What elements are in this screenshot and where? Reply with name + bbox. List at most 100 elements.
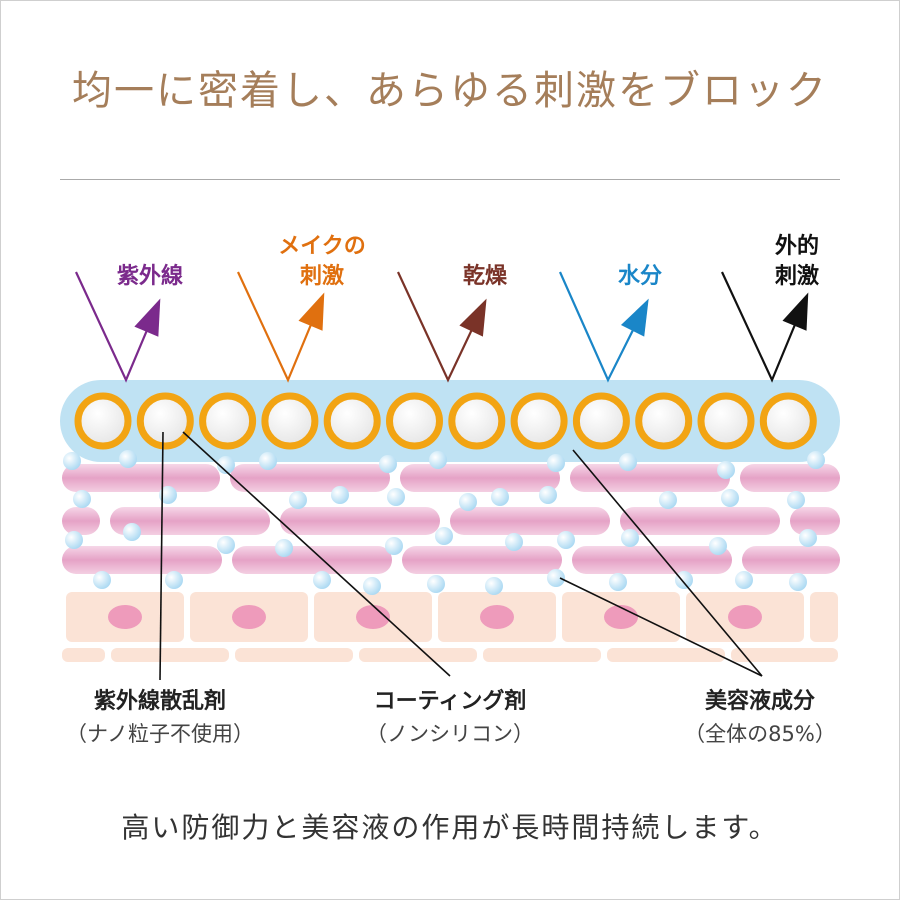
serum-droplet [65, 531, 83, 549]
coating-particle [386, 392, 443, 450]
spindle-cell-layer [62, 464, 840, 574]
serum-droplet [385, 537, 403, 555]
serum-droplet [709, 537, 727, 555]
spindle-cell [402, 546, 562, 574]
stimulus-label-external: 外的刺激 [774, 234, 819, 289]
spindle-cell [790, 507, 840, 535]
spindle-cell [570, 464, 730, 492]
serum-droplet [789, 573, 807, 591]
coating-particle [572, 392, 630, 450]
coating-particle [261, 392, 319, 450]
stimulus-arrow [237, 271, 325, 383]
basal-cell [810, 592, 838, 642]
serum-droplet [609, 573, 627, 591]
serum-droplet [93, 571, 111, 589]
arrowhead-icon [620, 298, 649, 337]
cell-nucleus [480, 605, 514, 629]
serum-droplet [799, 529, 817, 547]
stimulus-arrow [558, 271, 649, 383]
serum-droplet [379, 455, 397, 473]
coating-particle [323, 392, 381, 450]
stimulus-arrow [721, 271, 809, 383]
spindle-cell [620, 507, 780, 535]
serum-droplet [619, 453, 637, 471]
serum-droplet [675, 571, 693, 589]
footer-text: 高い防御力と美容液の作用が長時間持続します。 [121, 811, 779, 844]
coating-particle [510, 392, 568, 450]
spindle-cell [110, 507, 270, 535]
serum-droplet [659, 491, 677, 509]
serum-droplet [557, 531, 575, 549]
serum-droplet [539, 486, 557, 504]
serum-droplet [505, 533, 523, 551]
serum-droplet [313, 571, 331, 589]
spindle-cell [740, 464, 840, 492]
serum-droplet [429, 451, 447, 469]
serum-droplet [275, 539, 293, 557]
coating-particles [74, 392, 817, 450]
spindle-cell [62, 464, 220, 492]
serum-droplet [435, 527, 453, 545]
serum-droplet [289, 491, 307, 509]
stimulus-label-uv: 紫外線 [116, 264, 183, 289]
serum-droplet [547, 454, 565, 472]
serum-droplet [123, 523, 141, 541]
basal-cell [731, 648, 838, 662]
arrowhead-icon [298, 292, 325, 331]
stimulus-arrow [75, 271, 161, 383]
cell-nucleus [356, 605, 390, 629]
serum-droplet [363, 577, 381, 595]
serum-droplet [217, 456, 235, 474]
cell-nucleus [232, 605, 266, 629]
coating-particle [136, 392, 194, 450]
spindle-cell [742, 546, 840, 574]
serum-droplet [491, 488, 509, 506]
serum-droplet [621, 529, 639, 547]
spindle-cell [572, 546, 732, 574]
serum-droplet [387, 488, 405, 506]
serum-droplet [721, 489, 739, 507]
spindle-cell [62, 507, 100, 535]
stimulus-arrow [397, 271, 487, 383]
cell-nucleus [728, 605, 762, 629]
spindle-cell [400, 464, 560, 492]
serum-droplet [547, 569, 565, 587]
callout-uv-scatterer: 紫外線散乱剤 （ナノ粒子不使用） [66, 689, 254, 746]
spindle-cell [280, 507, 440, 535]
serum-droplet [717, 461, 735, 479]
basal-cell [62, 648, 105, 662]
arrowhead-icon [782, 292, 809, 331]
basal-cell [235, 648, 353, 662]
arrowhead-icon [459, 298, 487, 337]
callout-serum-ingredient: 美容液成分 （全体の85%） [684, 689, 836, 746]
coating-particle [635, 392, 693, 450]
basal-layer [62, 592, 838, 662]
serum-droplet [331, 486, 349, 504]
basal-cell [607, 648, 725, 662]
headline: 均一に密着し、あらゆる刺激をブロック [72, 68, 828, 114]
serum-droplet [119, 450, 137, 468]
serum-droplet [427, 575, 445, 593]
serum-droplet [165, 571, 183, 589]
serum-droplet [259, 452, 277, 470]
callout-coating-agent: コーティング剤 （ノンシリコン） [366, 689, 534, 746]
serum-droplet [787, 491, 805, 509]
arrowhead-icon [134, 298, 161, 337]
serum-droplet [459, 493, 477, 511]
basal-cell [111, 648, 229, 662]
stimulus-label-water: 水分 [617, 264, 662, 289]
cell-nucleus [108, 605, 142, 629]
coating-particle [74, 392, 132, 450]
cell-nucleus [604, 605, 638, 629]
serum-droplet [735, 571, 753, 589]
coating-particle [199, 392, 257, 450]
basal-cell [483, 648, 601, 662]
serum-droplets [63, 450, 825, 595]
serum-droplet [63, 452, 81, 470]
serum-droplet [807, 451, 825, 469]
stimulus-arrows [75, 271, 809, 383]
stimulus-label-dryness: 乾燥 [462, 264, 507, 289]
spindle-cell [230, 464, 390, 492]
divider [60, 179, 840, 180]
spindle-cell [62, 546, 222, 574]
